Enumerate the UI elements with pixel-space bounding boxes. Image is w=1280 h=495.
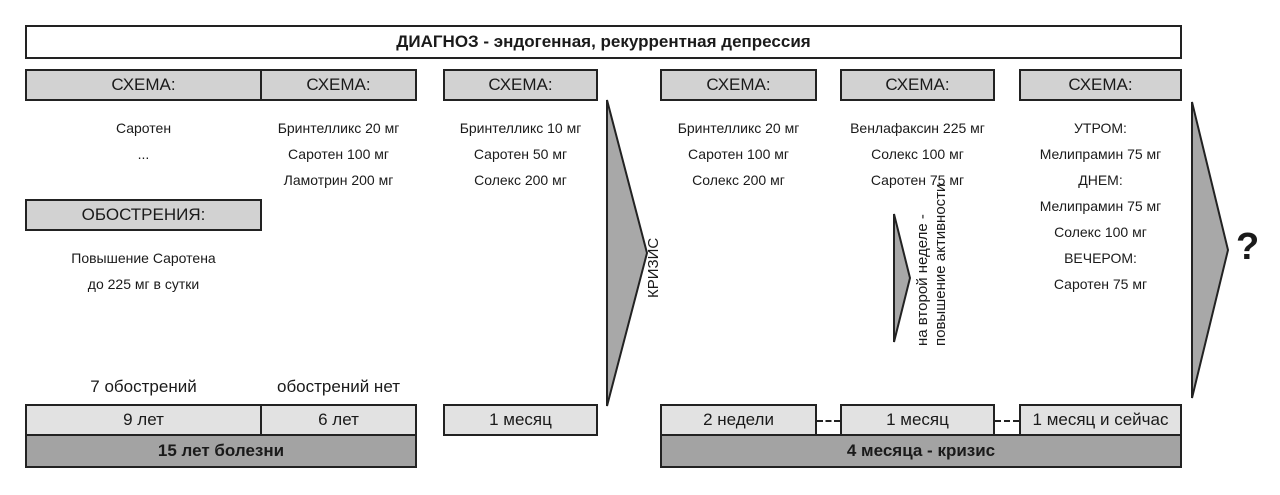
total-duration-box: 15 лет болезни	[25, 434, 417, 468]
exacerbation-count-label: 7 обострений	[90, 377, 197, 396]
exacerbations-line: до 225 мг в сутки	[87, 276, 200, 292]
exacerbations-header: ОБОСТРЕНИЯ:	[25, 199, 262, 231]
scheme-4-line: Саротен 100 мг	[688, 146, 789, 162]
scheme-header-2: СХЕМА:	[260, 69, 417, 101]
scheme-5-line: Солекс 100 мг	[871, 146, 964, 162]
scheme-2-line: Ламотрин 200 мг	[283, 172, 394, 188]
dashed-connector	[817, 420, 840, 422]
duration-box: 1 месяц и сейчас	[1019, 404, 1182, 436]
scheme-2-line: Саротен 100 мг	[288, 146, 389, 162]
duration-box: 1 месяц	[840, 404, 995, 436]
total-duration-box: 4 месяца - кризис	[660, 434, 1182, 468]
scheme-6-line: Мелипрамин 75 мг	[1039, 146, 1162, 162]
scheme-6-line: Солекс 100 мг	[1054, 224, 1147, 240]
diagnosis-banner: ДИАГНОЗ - эндогенная, рекуррентная депре…	[25, 25, 1182, 59]
scheme-header-5: СХЕМА:	[840, 69, 995, 101]
outcome-arrow	[1191, 101, 1230, 399]
activity-note: на второй неделе -	[914, 214, 931, 346]
duration-box: 2 недели	[660, 404, 817, 436]
exacerbations-line: Повышение Саротена	[71, 250, 216, 266]
duration-box: 1 месяц	[443, 404, 598, 436]
crisis-arrow	[606, 99, 649, 407]
scheme-4-line: Солекс 200 мг	[692, 172, 785, 188]
scheme-1-line: ...	[137, 146, 150, 162]
scheme-header-3: СХЕМА:	[443, 69, 598, 101]
duration-box: 9 лет	[25, 404, 262, 436]
scheme-header-4: СХЕМА:	[660, 69, 817, 101]
scheme-2-line: Бринтелликс 20 мг	[277, 120, 400, 136]
scheme-3-line: Саротен 50 мг	[473, 146, 568, 162]
question-mark: ?	[1236, 226, 1260, 268]
scheme-6-line: УТРОМ:	[1074, 120, 1127, 136]
scheme-6-line: ДНЕМ:	[1078, 172, 1123, 188]
scheme-5-line: Венлафаксин 225 мг	[850, 120, 985, 136]
scheme-3-line: Солекс 200 мг	[474, 172, 567, 188]
scheme-5-line: Саротен 75 мг	[870, 172, 965, 188]
scheme-header-6: СХЕМА:	[1019, 69, 1182, 101]
activity-arrow	[893, 213, 912, 343]
scheme-3-line: Бринтелликс 10 мг	[459, 120, 582, 136]
scheme-6-line: Саротен 75 мг	[1053, 276, 1148, 292]
scheme-4-line: Бринтелликс 20 мг	[677, 120, 800, 136]
scheme-header-1: СХЕМА:	[25, 69, 262, 101]
scheme-6-line: ВЕЧЕРОМ:	[1064, 250, 1137, 266]
scheme-1-line: Саротен	[115, 120, 172, 136]
duration-box: 6 лет	[260, 404, 417, 436]
exacerbation-count-label: обострений нет	[276, 377, 400, 396]
crisis-label: КРИЗИС	[645, 237, 662, 298]
dashed-connector	[995, 420, 1019, 422]
activity-note: повышение активности	[932, 183, 949, 346]
scheme-6-line: Мелипрамин 75 мг	[1039, 198, 1162, 214]
